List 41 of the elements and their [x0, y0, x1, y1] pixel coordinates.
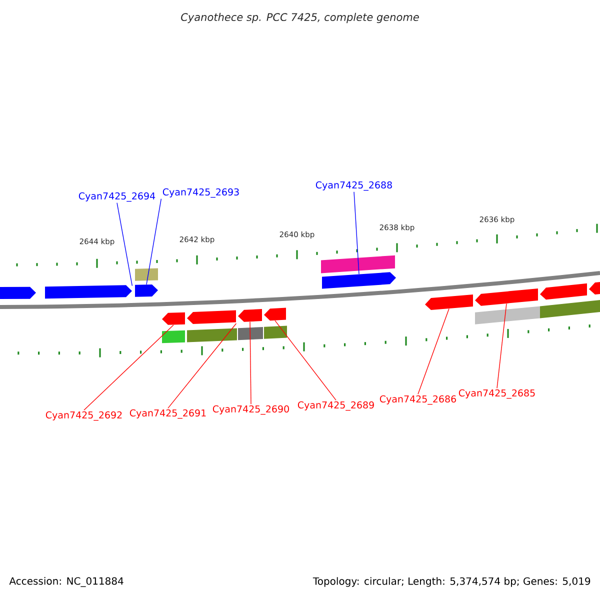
gene-label: Cyan7425_2693	[162, 188, 239, 198]
gene-block	[0, 286, 36, 299]
leader-line	[274, 320, 336, 401]
gene-label: Cyan7425_2692	[46, 411, 122, 421]
gene-label: Cyan7425_2686	[380, 395, 456, 405]
accession-text: Accession: NC_011884	[9, 577, 124, 587]
genome-summary-text: Topology: circular; Length: 5,374,574 bp; Genes: 5,019	[312, 577, 590, 587]
category-bar	[540, 300, 600, 318]
category-bar	[321, 255, 395, 274]
gene-label: Cyan7425_2694	[78, 192, 156, 202]
gene-block	[589, 282, 600, 295]
gene-label: Cyan7425_2690	[212, 405, 289, 415]
leader-line	[496, 303, 507, 389]
leader-line	[168, 323, 237, 409]
gene-block	[264, 308, 286, 321]
gene-block	[187, 310, 236, 324]
gene-label: Cyan7425_2691	[130, 409, 206, 419]
gene-block	[45, 285, 132, 299]
gene-block	[425, 294, 473, 310]
leader-line	[84, 324, 174, 411]
leader-line	[418, 308, 450, 395]
category-bar	[238, 326, 263, 340]
gene-label: Cyan7425_2689	[298, 401, 374, 411]
category-bar	[187, 328, 237, 342]
gene-block	[162, 312, 185, 325]
gene-block	[135, 284, 158, 297]
gene-block	[540, 283, 587, 300]
leader-line	[250, 321, 252, 405]
leader-line	[354, 192, 360, 274]
gene-block	[238, 309, 262, 322]
category-bar	[475, 306, 540, 324]
gene-label: Cyan7425_2688	[316, 181, 392, 191]
category-bar	[264, 326, 287, 339]
title: Cyanothece sp. PCC 7425, complete genome	[181, 12, 419, 24]
gene-block	[475, 288, 538, 306]
leader-line	[146, 198, 162, 285]
gene-label: Cyan7425_2685	[458, 389, 535, 399]
category-bar	[135, 268, 158, 281]
gene-block	[322, 272, 396, 289]
category-bar	[162, 330, 185, 344]
leader-line	[116, 202, 133, 286]
